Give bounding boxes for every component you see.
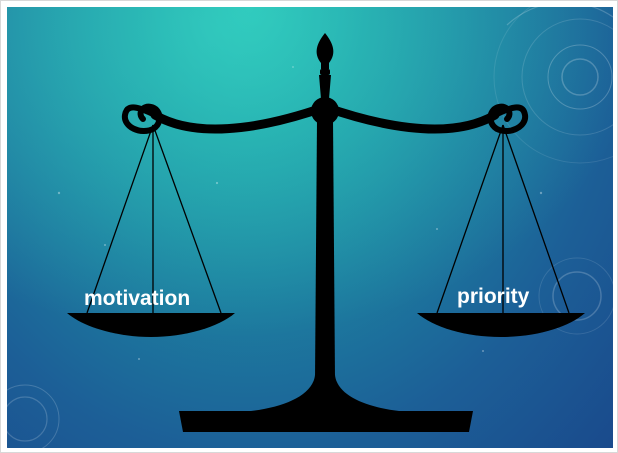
left-pan-label: motivation [84, 287, 191, 310]
background-glow [7, 7, 613, 448]
sparkle-dots [57, 66, 543, 360]
right-pan-label: priority [457, 285, 530, 308]
slide-artwork [7, 7, 613, 448]
slide-background: motivation priority [7, 7, 613, 448]
balance-scale-icon [67, 33, 585, 432]
ring-decoration-bottom-left [7, 384, 60, 448]
ring-decoration-right [538, 257, 613, 335]
concentric-circles-decoration [493, 7, 613, 164]
